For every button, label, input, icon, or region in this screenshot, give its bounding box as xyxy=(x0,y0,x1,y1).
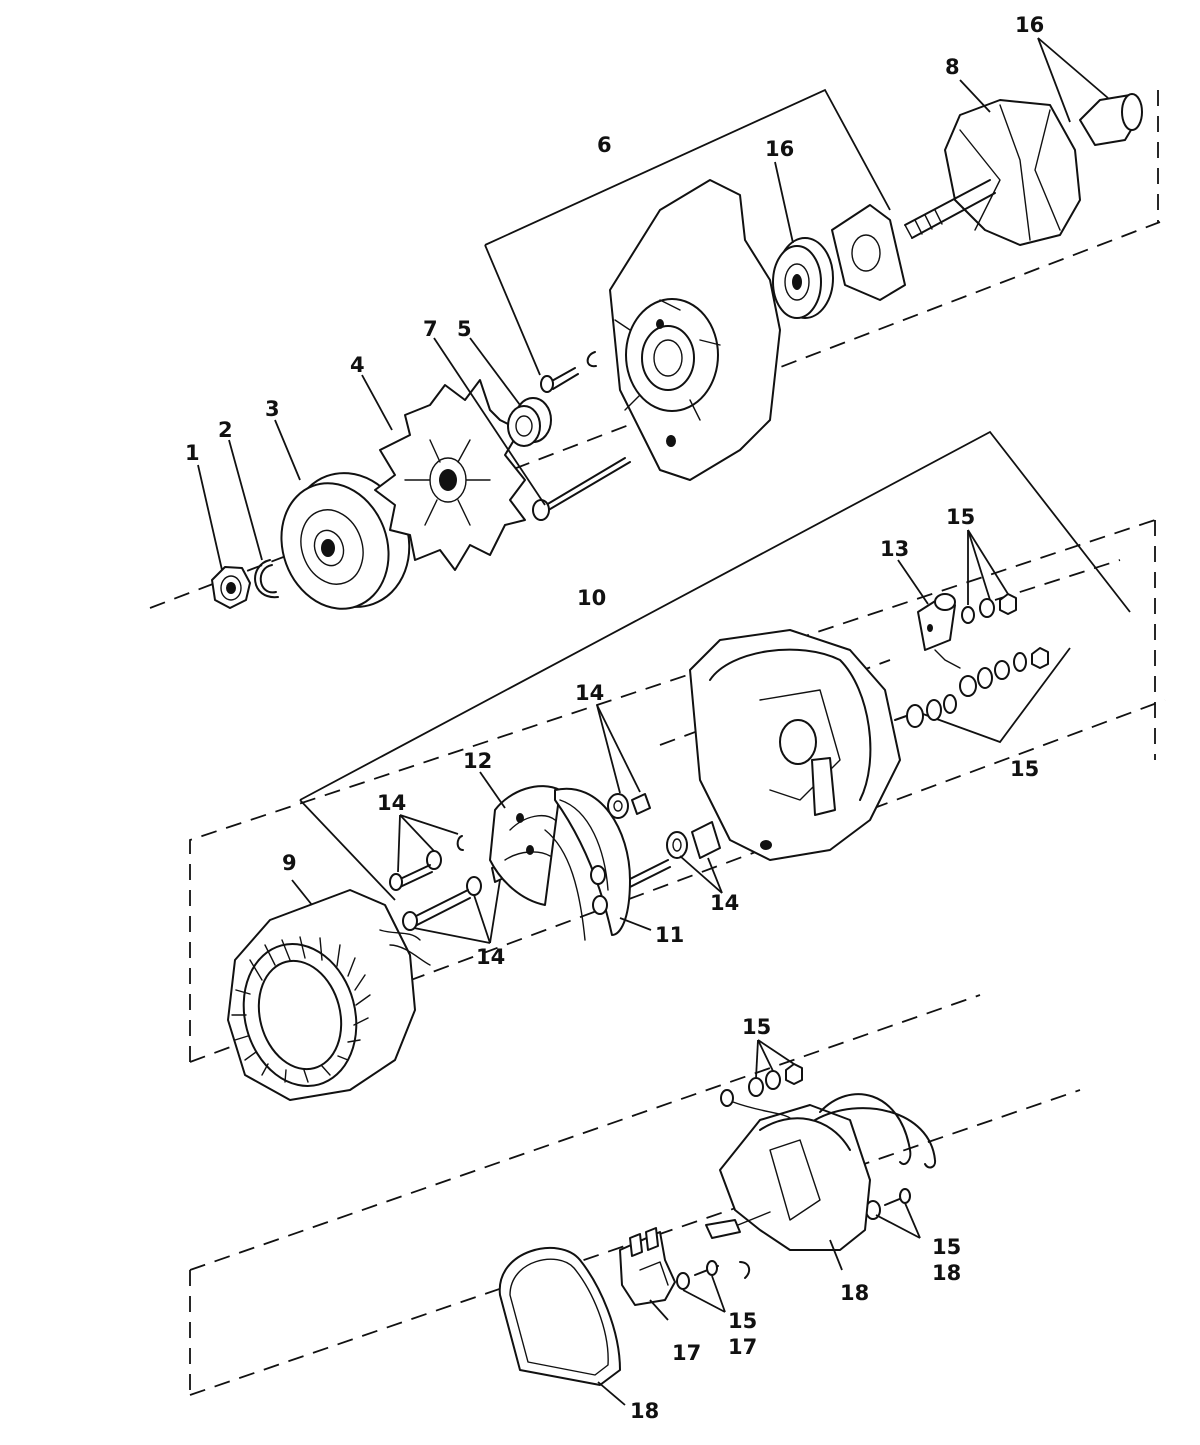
callout-14-bottom: 14 xyxy=(476,945,505,969)
callout-14-top: 14 xyxy=(575,681,604,705)
callout-16-bearing: 16 xyxy=(765,137,794,161)
screw-and-washer xyxy=(540,351,597,393)
bracket-leaders xyxy=(299,88,1131,901)
callout-10: 10 xyxy=(577,586,606,610)
callout-11: 11 xyxy=(655,923,684,947)
callout-labels: 1 2 3 4 5 6 7 8 9 10 11 12 13 14 14 14 1… xyxy=(185,13,1044,1423)
rotor-assembly xyxy=(904,93,1143,246)
cover-gasket xyxy=(498,1246,621,1386)
bearing-retainer-plate xyxy=(831,204,906,301)
callout-18-side: 18 xyxy=(932,1261,961,1285)
through-bolt xyxy=(532,457,631,521)
cooling-fan xyxy=(374,379,526,571)
callout-5: 5 xyxy=(457,317,472,341)
callout-15-side: 15 xyxy=(932,1235,961,1259)
callout-15-bottom: 15 xyxy=(728,1309,757,1333)
drive-end-frame xyxy=(609,179,781,481)
callout-17-left: 17 xyxy=(672,1341,701,1365)
spacer-collar xyxy=(507,397,552,447)
callout-9: 9 xyxy=(282,851,297,875)
callout-3: 3 xyxy=(265,397,280,421)
callout-18-gasket: 18 xyxy=(630,1399,659,1423)
callout-18-housing: 18 xyxy=(840,1281,869,1305)
callout-16-top: 16 xyxy=(1015,13,1044,37)
callout-15-top: 15 xyxy=(946,505,975,529)
ball-bearing xyxy=(772,237,834,319)
brush-holder-washers xyxy=(676,1063,911,1290)
terminal-washers-nuts xyxy=(906,593,1049,728)
callout-leaders xyxy=(197,37,1109,1406)
callout-15-lower: 15 xyxy=(742,1015,771,1039)
callout-4: 4 xyxy=(350,353,365,377)
callout-12: 12 xyxy=(463,749,492,773)
callout-17-right: 17 xyxy=(728,1335,757,1359)
callout-15-right: 15 xyxy=(1010,757,1039,781)
heat-sink xyxy=(544,787,631,941)
callout-2: 2 xyxy=(218,418,233,442)
rectifier-bridge xyxy=(489,785,561,906)
callout-1: 1 xyxy=(185,441,200,465)
slip-ring-end-frame xyxy=(689,629,913,861)
callout-14-right: 14 xyxy=(710,891,739,915)
rectifier-screws xyxy=(389,859,671,931)
pulley xyxy=(280,472,411,610)
battery-terminal-insulator xyxy=(917,593,961,669)
callout-7: 7 xyxy=(423,317,438,341)
insulator-bushings xyxy=(426,793,721,896)
hex-nut xyxy=(211,566,251,609)
split-washer xyxy=(254,559,279,599)
callout-6: 6 xyxy=(597,133,612,157)
rear-housing-cover xyxy=(705,1089,937,1279)
callout-13: 13 xyxy=(880,537,909,561)
callout-14-left: 14 xyxy=(377,791,406,815)
brush-holder xyxy=(619,1227,676,1306)
callout-8: 8 xyxy=(945,55,960,79)
stator xyxy=(227,889,431,1101)
